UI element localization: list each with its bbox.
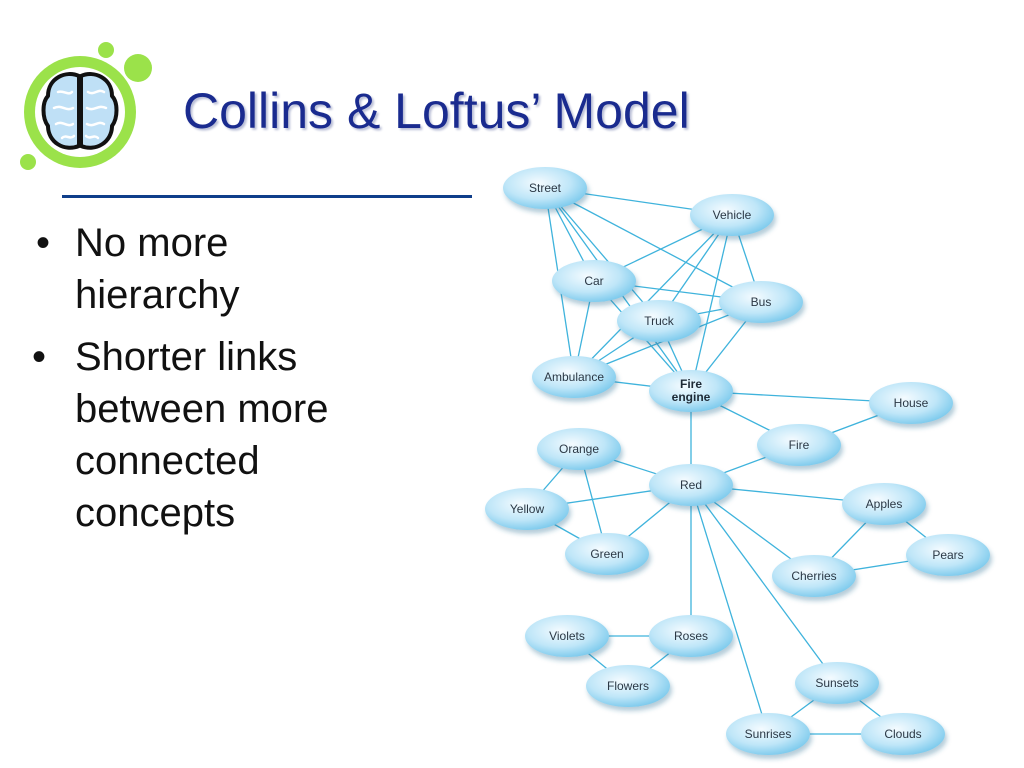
node-bubble	[772, 555, 856, 597]
concept-node-truck: Truck	[617, 300, 701, 342]
node-bubble	[861, 713, 945, 755]
link-red-sunrises	[690, 484, 769, 735]
link-red-sunsets	[690, 484, 838, 684]
node-bubble	[869, 382, 953, 424]
bullet-item: • Shorter links between more connected c…	[30, 331, 410, 539]
concept-node-street: Street	[503, 167, 587, 209]
node-bubble	[719, 281, 803, 323]
bullet-marker: •	[36, 221, 51, 265]
node-bubble	[690, 194, 774, 236]
node-bubble	[649, 370, 733, 412]
node-bubble	[649, 615, 733, 657]
concept-node-violets: Violets	[525, 615, 609, 657]
node-label: Roses	[674, 629, 708, 643]
brain-icon	[41, 72, 119, 150]
node-bubble	[617, 300, 701, 342]
node-bubble	[537, 428, 621, 470]
node-label: Flowers	[607, 679, 649, 693]
bullet-item: • No more hierarchy	[30, 217, 410, 321]
bullet-list: • No more hierarchy • Shorter links betw…	[30, 217, 410, 549]
node-label: Pears	[932, 548, 963, 562]
concept-node-red: Red	[649, 464, 733, 506]
link-street-bus	[544, 187, 762, 303]
node-bubble	[842, 483, 926, 525]
node-label: House	[894, 396, 929, 410]
node-label: Sunrises	[745, 727, 792, 741]
node-label: Car	[584, 274, 603, 288]
concept-node-fire: Fire	[757, 424, 841, 466]
node-bubble	[525, 615, 609, 657]
link-street-truck	[544, 187, 660, 322]
node-bubble	[726, 713, 810, 755]
node-label: Street	[529, 181, 562, 195]
slide-title: Collins & Loftus’ Model	[183, 83, 690, 139]
node-label: Green	[590, 547, 623, 561]
node-bubble	[532, 356, 616, 398]
node-label: Clouds	[884, 727, 921, 741]
concept-node-house: House	[869, 382, 953, 424]
concept-node-sunrises: Sunrises	[726, 713, 810, 755]
concept-node-car: Car	[552, 260, 636, 302]
concept-node-yellow: Yellow	[485, 488, 569, 530]
node-bubble	[757, 424, 841, 466]
node-label: Vehicle	[713, 208, 752, 222]
node-bubble	[649, 464, 733, 506]
node-label: Ambulance	[544, 370, 604, 384]
bullet-text: No more hierarchy	[75, 221, 240, 317]
concept-node-bus: Bus	[719, 281, 803, 323]
node-bubble	[552, 260, 636, 302]
node-bubble	[795, 662, 879, 704]
node-label: Yellow	[510, 502, 545, 516]
title-underline	[62, 195, 472, 198]
node-label: Red	[680, 478, 702, 492]
logo-dot-top	[98, 42, 114, 58]
node-bubble	[586, 665, 670, 707]
logo-dot-bottom	[20, 154, 36, 170]
node-bubble	[565, 533, 649, 575]
link-vehicle-fire_engine	[690, 214, 733, 392]
node-bubble	[503, 167, 587, 209]
concept-node-clouds: Clouds	[861, 713, 945, 755]
concept-node-orange: Orange	[537, 428, 621, 470]
node-bubble	[485, 488, 569, 530]
concept-node-flowers: Flowers	[586, 665, 670, 707]
concept-node-sunsets: Sunsets	[795, 662, 879, 704]
concept-node-roses: Roses	[649, 615, 733, 657]
node-label: Fire	[789, 438, 810, 452]
node-label: Truck	[644, 314, 675, 328]
concept-node-cherries: Cherries	[772, 555, 856, 597]
logo-dot-right	[124, 54, 152, 82]
concept-node-green: Green	[565, 533, 649, 575]
node-label: Violets	[549, 629, 585, 643]
concept-node-apples: Apples	[842, 483, 926, 525]
bullet-marker: •	[32, 335, 47, 379]
concept-node-vehicle: Vehicle	[690, 194, 774, 236]
node-bubble	[906, 534, 990, 576]
node-label: Bus	[751, 295, 772, 309]
brain-logo	[20, 42, 152, 170]
node-label: Orange	[559, 442, 599, 456]
node-label: Cherries	[791, 569, 836, 583]
concept-node-ambulance: Ambulance	[532, 356, 616, 398]
link-vehicle-ambulance	[573, 214, 733, 378]
node-label: Apples	[866, 497, 903, 511]
concept-node-pears: Pears	[906, 534, 990, 576]
bullet-text: Shorter links between more connected con…	[75, 335, 329, 535]
node-label: Sunsets	[815, 676, 858, 690]
